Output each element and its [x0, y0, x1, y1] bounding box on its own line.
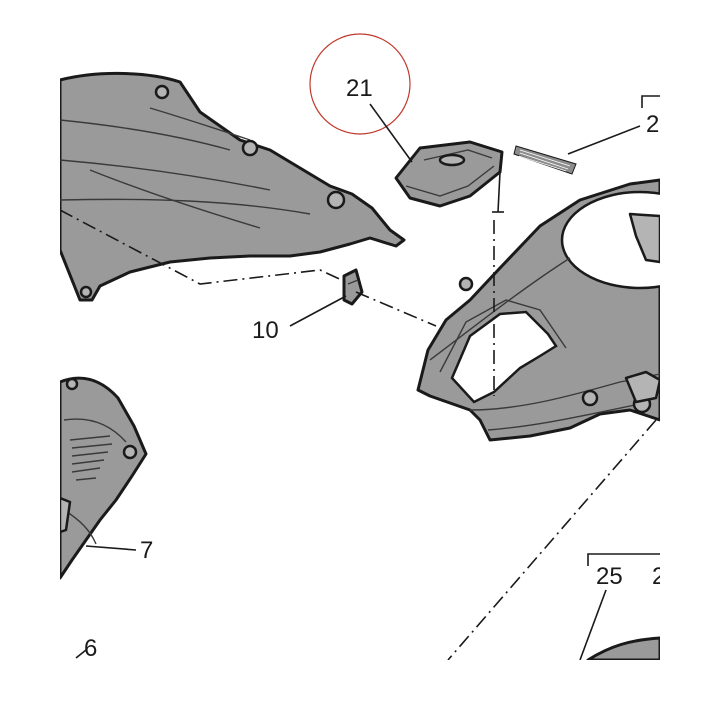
- callout-2-top: 2: [646, 111, 659, 138]
- bracket-25: [587, 553, 660, 566]
- part-7-cover: [58, 376, 148, 580]
- bracket-2-top: [641, 95, 660, 108]
- side-panel-upper-left: [58, 71, 406, 302]
- part-21-cover: [394, 140, 504, 213]
- highlight-circle: [309, 33, 411, 135]
- part-10-clip: [342, 268, 364, 306]
- crop-mask-bottom: [0, 660, 720, 720]
- leader-10: [289, 295, 347, 327]
- part-25-region: [586, 553, 662, 662]
- crop-mask-right: [660, 0, 720, 720]
- callout-10: 10: [252, 317, 279, 344]
- leader-2-top: [567, 125, 641, 155]
- assembly-lines: [59, 209, 657, 661]
- leader-6: [75, 649, 87, 659]
- callout-25: 25: [596, 563, 623, 590]
- callout-7: 7: [140, 537, 153, 564]
- part-2-strip: [513, 145, 577, 175]
- leader-21: [369, 103, 413, 163]
- callout-6: 6: [84, 635, 97, 662]
- callout-21: 21: [346, 75, 373, 102]
- leader-7: [85, 545, 137, 551]
- crop-mask-left: [0, 0, 60, 720]
- leader-25: [579, 589, 607, 661]
